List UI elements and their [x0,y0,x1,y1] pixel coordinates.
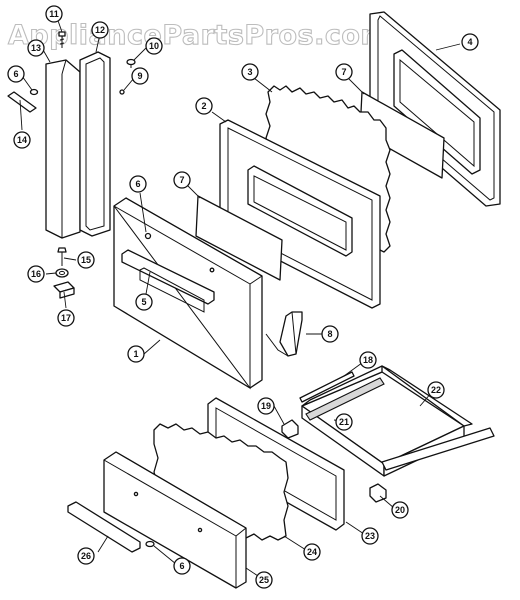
part-1-outer-door [113,197,263,390]
callout-25: 25 [255,571,273,589]
svg-text:3: 3 [247,67,252,77]
part-22-drawer-body [301,365,495,477]
callout-22: 22 [427,381,445,399]
callout-15: 15 [77,251,95,269]
part-9-screw [119,89,125,95]
callout-2: 2 [195,97,213,115]
callout-11: 11 [45,5,63,23]
callout-6-bottom: 6 [173,557,191,575]
callout-9: 9 [131,67,149,85]
callout-18: 18 [359,351,377,369]
callout-7-middle: 7 [173,171,191,189]
callout-20: 20 [391,501,409,519]
svg-text:6: 6 [13,69,18,79]
svg-text:13: 13 [31,43,41,53]
svg-text:22: 22 [431,385,441,395]
leader-lines [19,14,461,577]
callout-23: 23 [361,527,379,545]
callout-17: 17 [57,309,75,327]
part-4-door-frame [369,11,501,207]
part-8-hinge [265,311,303,357]
svg-text:12: 12 [95,25,105,35]
svg-text:6: 6 [179,561,184,571]
callout-8: 8 [321,325,339,343]
callout-5: 5 [135,293,153,311]
callout-7-top: 7 [335,63,353,81]
part-16-washer [55,268,69,278]
svg-text:11: 11 [49,9,59,19]
part-14-handle-end [7,91,37,113]
svg-text:19: 19 [261,401,271,411]
part-13-side-trim [45,59,81,239]
callout-16: 16 [27,265,45,283]
part-12-side-trim [79,51,111,237]
svg-text:21: 21 [339,417,349,427]
svg-text:9: 9 [137,71,142,81]
svg-text:16: 16 [31,269,41,279]
callout-6-middle: 6 [129,175,147,193]
svg-text:1: 1 [133,349,138,359]
svg-text:10: 10 [149,41,159,51]
svg-text:24: 24 [307,547,317,557]
svg-text:6: 6 [135,179,140,189]
part-17-bracket [53,281,75,299]
svg-text:20: 20 [395,505,405,515]
part-7-glass-middle [195,195,283,281]
part-6-washer-bottom [145,540,155,548]
part-10-screw [126,58,136,68]
svg-text:25: 25 [259,575,269,585]
callout-3: 3 [241,63,259,81]
svg-text:2: 2 [201,101,206,111]
svg-text:15: 15 [81,255,91,265]
part-15-bolt [57,247,67,266]
callout-19: 19 [257,397,275,415]
svg-text:26: 26 [81,551,91,561]
part-2-inner-panel [219,119,381,309]
part-19-glide [281,419,299,439]
callout-1: 1 [127,345,145,363]
svg-text:23: 23 [365,531,375,541]
part-26-trim-strip [67,501,141,553]
callout-21: 21 [335,413,353,431]
callout-26: 26 [77,547,95,565]
part-25-drawer-front [103,451,247,589]
callout-4: 4 [461,33,479,51]
svg-text:7: 7 [179,175,184,185]
svg-text:5: 5 [141,297,146,307]
callout-24: 24 [303,543,321,561]
part-18-rail [299,371,355,403]
svg-text:17: 17 [61,313,71,323]
svg-text:7: 7 [341,67,346,77]
svg-text:18: 18 [363,355,373,365]
callout-10: 10 [145,37,163,55]
callout-12: 12 [91,21,109,39]
part-6-washer-top [29,88,39,96]
svg-text:14: 14 [17,135,27,145]
svg-text:4: 4 [467,37,472,47]
watermark: AppliancePartsPros.com [8,20,389,51]
svg-text:8: 8 [327,329,332,339]
callout-14: 14 [13,131,31,149]
callout-13: 13 [27,39,45,57]
callout-6-top: 6 [7,65,25,83]
